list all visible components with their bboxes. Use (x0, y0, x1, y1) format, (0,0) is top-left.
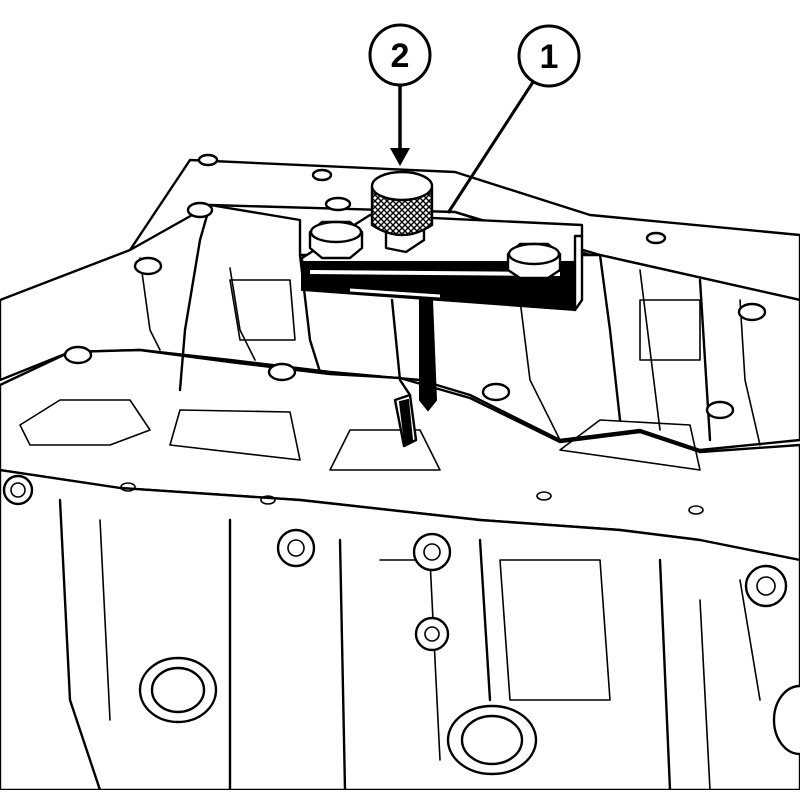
tool-left-bolt (308, 220, 364, 260)
tool-right-bolt (506, 242, 562, 280)
callout-2-label: 2 (391, 37, 410, 75)
knob-top-face (370, 170, 434, 202)
callout-2: 2 (368, 23, 432, 166)
deck-bolts (63, 153, 767, 515)
callout-2-arrowhead (390, 148, 410, 166)
callout-1: 1 (446, 24, 581, 214)
callout-1-leader (446, 81, 535, 214)
locking-tool (300, 196, 584, 448)
tool-pin (419, 299, 438, 412)
callout-1-label: 1 (540, 38, 559, 76)
knurled-knob (370, 170, 434, 254)
engine-block (0, 153, 800, 792)
